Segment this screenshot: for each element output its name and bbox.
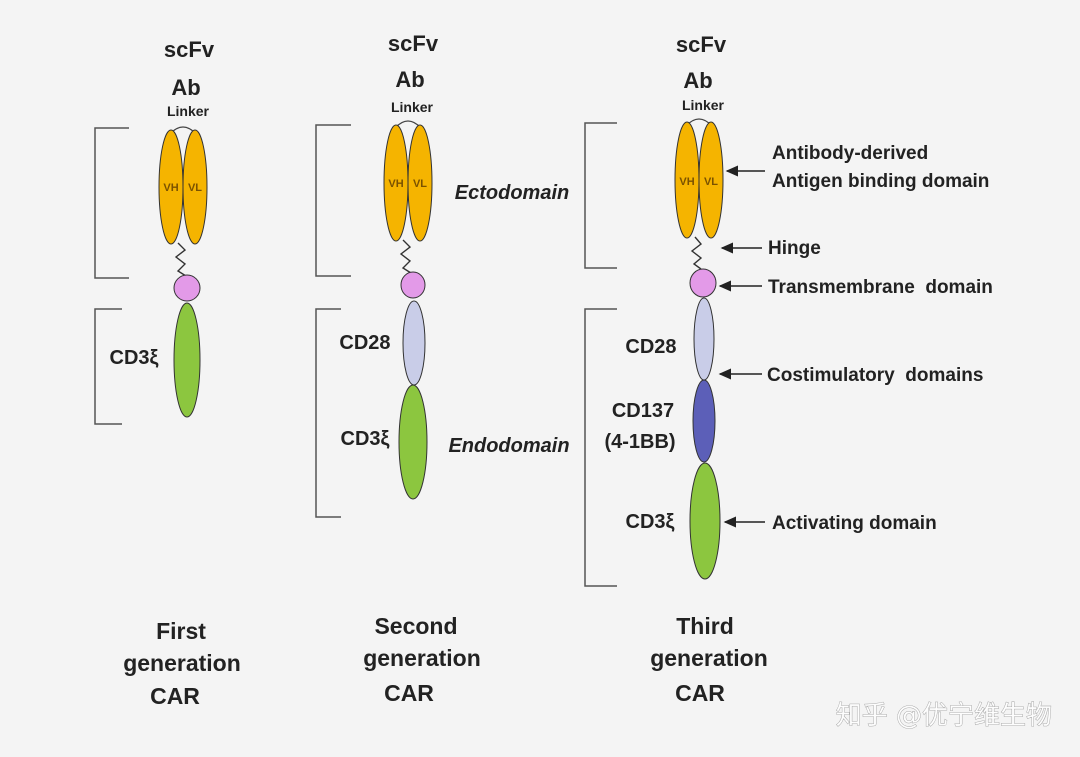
annotations: Antibody-derived Antigen binding domain … (718, 143, 993, 534)
generation-title-line1: Second (374, 613, 457, 639)
activating-label: Activating domain (772, 513, 937, 534)
4-1bb-label: (4-1BB) (604, 431, 675, 453)
hinge-label: Hinge (768, 238, 821, 259)
scfv-label: scFv (676, 32, 727, 57)
transmembrane-domain (173, 274, 201, 302)
scfv-label: scFv (388, 31, 439, 56)
vl-label: VL (704, 176, 718, 188)
ectodomain-bracket (584, 122, 617, 269)
antibody-label-line2: Antigen binding domain (772, 171, 989, 192)
cd3z-domain (689, 462, 721, 580)
vh-label: VH (679, 176, 694, 188)
first-generation-car: scFv Ab Linker VH VL CD3ξ First generati… (94, 37, 241, 709)
generation-title-line2: generation (363, 645, 481, 671)
watermark: 知乎 @优宁维生物 (836, 701, 1052, 731)
cd28-label: CD28 (339, 332, 390, 354)
linker-label: Linker (167, 103, 210, 119)
generation-title-line2: generation (123, 650, 241, 676)
ab-label: Ab (683, 68, 712, 93)
cd3z-label: CD3ξ (341, 428, 390, 450)
ab-label: Ab (171, 75, 200, 100)
cd137-label: CD137 (612, 400, 674, 422)
vl-domain (698, 121, 724, 239)
transmembrane-label: Transmembrane domain (768, 277, 993, 298)
vl-domain (182, 129, 208, 245)
vh-label: VH (388, 178, 403, 190)
scfv-label: scFv (164, 37, 215, 62)
cd3z-label: CD3ξ (110, 347, 159, 369)
generation-title-line1: First (156, 618, 206, 644)
endodomain-bracket (584, 308, 617, 587)
generation-title-line3: CAR (675, 680, 725, 706)
cd3z-domain (173, 302, 201, 418)
vh-label: VH (163, 182, 178, 194)
cd3z-label: CD3ξ (626, 511, 675, 533)
vl-label: VL (413, 178, 427, 190)
hinge (690, 236, 703, 270)
ectodomain-label: Ectodomain (455, 182, 569, 204)
ab-label: Ab (395, 67, 424, 92)
hinge (174, 242, 187, 277)
transmembrane-domain (689, 268, 717, 298)
endodomain-bracket (315, 308, 341, 518)
cd3z-domain (398, 384, 428, 500)
cd137-domain (692, 379, 716, 463)
ectodomain-bracket (94, 127, 129, 279)
cd28-domain (402, 300, 426, 386)
generation-title-line3: CAR (150, 683, 200, 709)
linker-label: Linker (391, 99, 434, 115)
vl-domain (407, 124, 433, 242)
vl-label: VL (188, 182, 202, 194)
second-generation-car: scFv Ab Linker VH VL CD28 CD3ξ Ectodomai… (315, 31, 570, 706)
third-generation-car: scFv Ab Linker VH VL CD28 CD137 (4-1BB) … (584, 32, 768, 706)
hinge (399, 239, 412, 274)
generation-title-line1: Third (676, 613, 734, 639)
generation-title-line3: CAR (384, 680, 434, 706)
cd28-domain (693, 297, 715, 381)
generation-title-line2: generation (650, 645, 768, 671)
ectodomain-bracket (315, 124, 351, 277)
endodomain-bracket (94, 308, 122, 425)
transmembrane-domain (400, 271, 426, 299)
costimulatory-label: Costimulatory domains (767, 365, 983, 386)
antibody-label-line1: Antibody-derived (772, 143, 928, 164)
endodomain-label: Endodomain (448, 435, 569, 457)
cd28-label: CD28 (625, 336, 676, 358)
linker-label: Linker (682, 97, 725, 113)
